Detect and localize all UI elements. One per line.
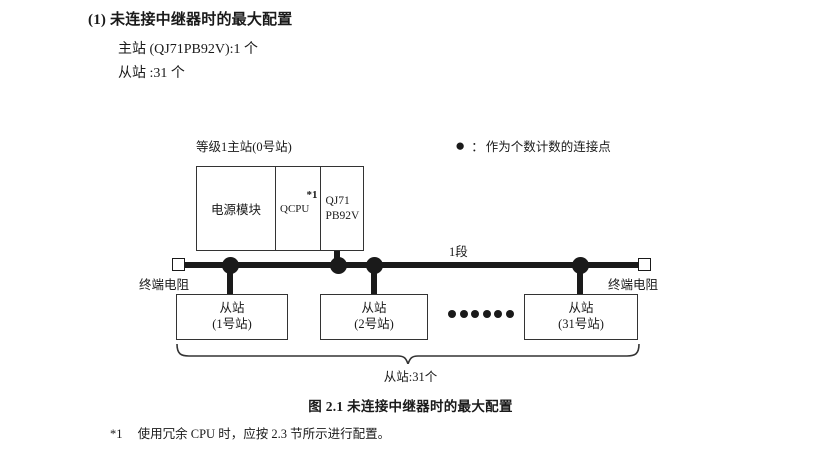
slave-station-number: (31号站): [558, 317, 604, 331]
slave-drop-line: [371, 265, 377, 295]
terminator-right-label: 终端电阻: [608, 278, 659, 292]
ellipsis-dot: [448, 310, 456, 318]
terminator-left-label: 终端电阻: [139, 278, 190, 292]
ellipsis-dot: [459, 310, 468, 318]
slave-station-box: 从站 (2号站): [320, 294, 428, 340]
slave-station-title: 从站: [568, 301, 594, 316]
module-qcpu-label: QCPU: [280, 202, 310, 215]
module-qcpu: QCPU *1: [276, 167, 322, 250]
slave-drop-line: [577, 265, 583, 295]
ellipsis-dot: [471, 310, 480, 318]
footnote: *1 使用冗余 CPU 时，应按 2.3 节所示进行配置。: [110, 423, 390, 442]
module-qj71pb92v-label: QJ71 PB92V: [325, 194, 359, 223]
legend: ● ： 作为个数计数的连接点: [455, 136, 611, 155]
slave-group-brace: [176, 344, 640, 364]
slave-station-box: 从站 (31号站): [524, 294, 638, 340]
ellipsis-dot: [494, 310, 503, 318]
slave-station-title: 从站: [361, 301, 387, 316]
ellipsis-dot: [482, 310, 491, 318]
module-power-supply: 电源模块: [197, 167, 276, 250]
section-heading: (1) 未连接中继器时的最大配置: [88, 12, 293, 28]
terminator-left-icon: [172, 258, 185, 271]
slave-group-label: 从站:31个: [383, 370, 438, 384]
slave-station-number: (2号站): [354, 317, 394, 331]
segment-label: 1段: [449, 245, 468, 259]
spec-slave-count: 从站 :31 个: [118, 66, 185, 81]
module-qj71pb92v: QJ71 PB92V: [321, 167, 363, 250]
master-station-rack: 电源模块 QCPU *1 QJ71 PB92V: [196, 166, 364, 251]
ellipsis-dot: [505, 310, 514, 318]
connection-point-dot: [330, 257, 347, 274]
footnote-marker-qcpu: *1: [306, 189, 318, 201]
legend-label: 作为个数计数的连接点: [485, 140, 611, 154]
module-power-supply-label: 电源模块: [210, 203, 261, 217]
terminator-right-icon: [638, 258, 651, 271]
module-qj71pb92v-line2: PB92V: [325, 209, 360, 222]
spec-master-count: 主站 (QJ71PB92V):1 个: [118, 42, 259, 57]
slave-station-title: 从站: [219, 301, 245, 316]
figure-caption: 图 2.1 未连接中继器时的最大配置: [308, 399, 513, 414]
legend-dot-icon: ●: [455, 136, 466, 155]
bus-trunk-line: [180, 262, 646, 268]
ellipsis-dots-icon: [448, 310, 514, 318]
master-station-label: 等级1主站(0号站): [196, 140, 292, 154]
module-qj71pb92v-line1: QJ71: [325, 195, 350, 208]
footnote-text: 使用冗余 CPU 时，应按 2.3 节所示进行配置。: [137, 427, 391, 441]
slave-station-number: (1号站): [212, 317, 252, 331]
slave-station-box: 从站 (1号站): [176, 294, 288, 340]
footnote-mark: *1: [110, 427, 123, 441]
slave-drop-line: [227, 265, 233, 295]
legend-separator: ：: [471, 140, 484, 154]
